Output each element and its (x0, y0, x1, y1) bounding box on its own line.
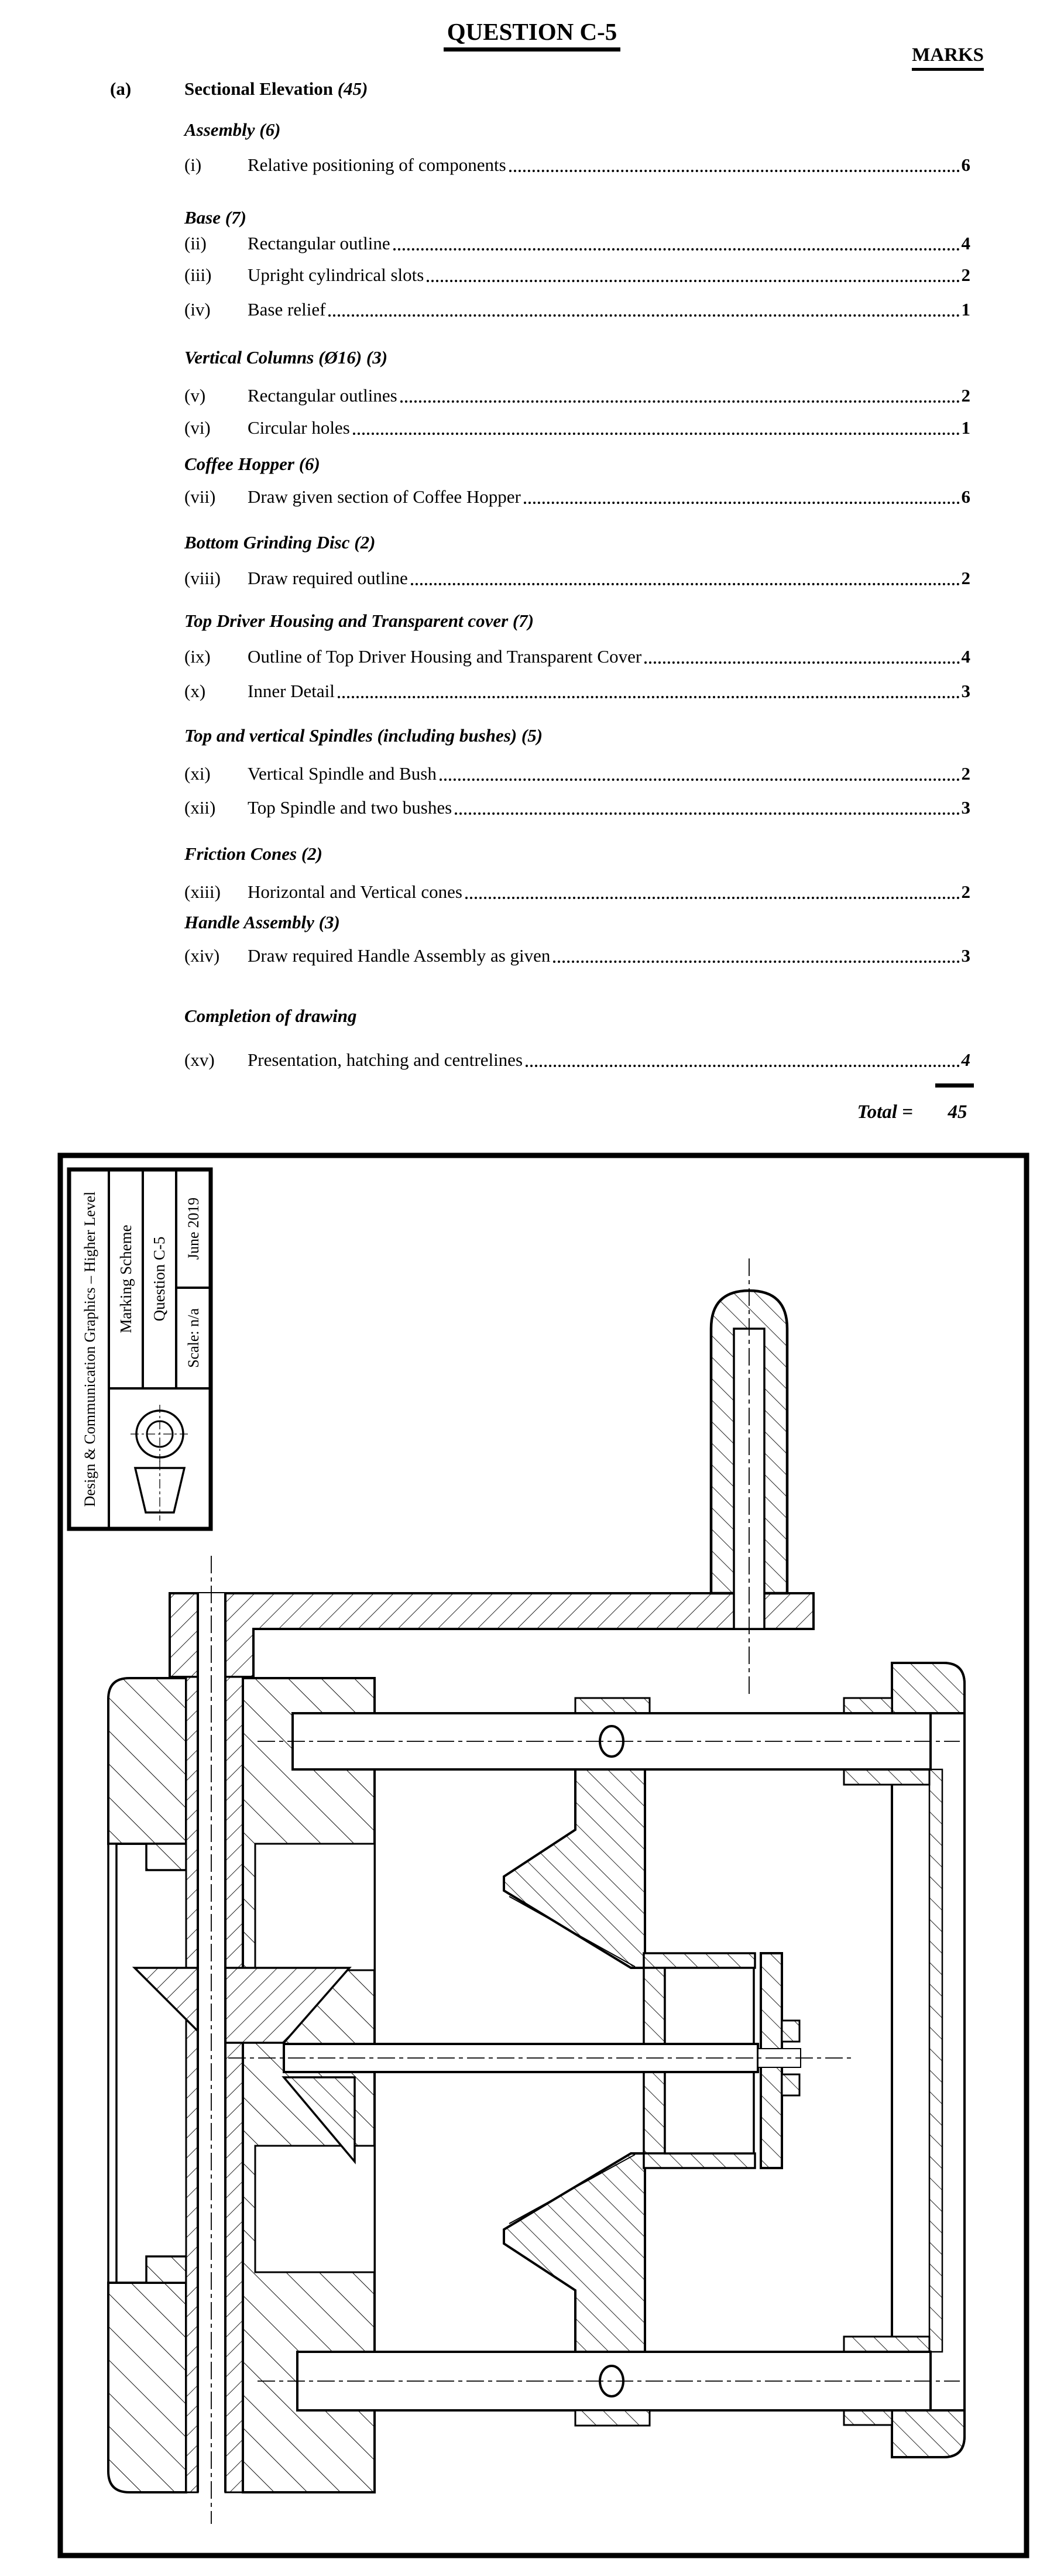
sectional-elevation-drawing (107, 1258, 966, 2524)
title-block-question: Question C-5 (150, 1237, 168, 1322)
dotted-leader (427, 260, 960, 282)
group-heading: Handle Assembly (3) (184, 912, 340, 932)
title-block-scale: Scale: n/a (185, 1308, 202, 1368)
top-plate (169, 1592, 815, 1678)
list-item: (xi) Vertical Spindle and Bush 2 (0, 759, 1064, 787)
column-left-wall (185, 1676, 199, 2493)
dotted-leader (337, 676, 960, 698)
dotted-leader (523, 482, 960, 504)
part-title: Sectional Elevation (45) (184, 78, 368, 99)
list-item: (ix) Outline of Top Driver Housing and T… (0, 642, 1064, 670)
projection-symbol-cone-icon (133, 1461, 186, 1521)
list-item: (i) Relative positioning of components 6 (0, 150, 1064, 178)
group-heading: Base (7) (184, 207, 246, 228)
right-frame (843, 1662, 966, 2458)
column-right-wall (224, 1676, 244, 2493)
list-item: (iii) Upright cylindrical slots 2 (0, 260, 1064, 288)
group-heading: Bottom Grinding Disc (2) (184, 532, 376, 553)
grinding-chamber (503, 2152, 646, 2353)
list-item: (v) Rectangular outlines 2 (0, 380, 1064, 409)
handle-assembly (709, 1258, 789, 1695)
top-spindle (258, 1712, 960, 1771)
total-value: 45 (948, 1102, 967, 1123)
list-item: (vii) Draw given section of Coffee Hoppe… (0, 482, 1064, 510)
list-item: (xii) Top Spindle and two bushes 3 (0, 793, 1064, 821)
horizontal-cone-lower (282, 2076, 356, 2165)
coffee-hopper (503, 1697, 651, 1969)
title-block-doc-type: Marking Scheme (117, 1224, 135, 1333)
group-heading: Coffee Hopper (6) (184, 454, 320, 474)
list-item: (viii) Draw required outline 2 (0, 563, 1064, 591)
dotted-leader (526, 1045, 960, 1067)
dotted-leader (393, 228, 960, 251)
title-block: Design & Communication Graphics – Higher… (67, 1167, 213, 1531)
list-item: (x) Inner Detail 3 (0, 676, 1064, 704)
group-heading: Top Driver Housing and Transparent cover… (184, 610, 534, 631)
dotted-leader (553, 941, 960, 963)
bottom-spindle (258, 2351, 960, 2427)
group-heading: Vertical Columns (Ø16) (3) (184, 347, 388, 368)
dotted-leader (352, 413, 960, 435)
vertical-cone (132, 1967, 199, 2034)
title-block-course: Design & Communication Graphics – Higher… (81, 1192, 98, 1507)
marks-column-header: MARKS (912, 44, 984, 71)
list-item: (xiii) Horizontal and Vertical cones 2 (0, 877, 1064, 905)
dotted-leader (455, 793, 960, 815)
list-item: (iv) Base relief 1 (0, 294, 1064, 323)
friction-cones (132, 1967, 356, 2165)
total-sum-line (935, 1083, 974, 1088)
group-heading: Friction Cones (2) (184, 843, 322, 864)
sheet-frame (57, 1152, 1029, 2558)
dotted-leader (400, 380, 960, 403)
dotted-leader (644, 642, 960, 664)
base-bracket (107, 1677, 187, 2493)
group-heading: Assembly (6) (184, 119, 281, 140)
total-label: Total = (857, 1102, 913, 1123)
part-row: (a) Sectional Elevation (45) (0, 75, 1064, 103)
group-heading: Completion of drawing (184, 1006, 357, 1026)
dotted-leader (465, 877, 960, 899)
dotted-leader (509, 150, 960, 172)
list-item: (xv) Presentation, hatching and centreli… (0, 1045, 1064, 1073)
group-heading: Top and vertical Spindles (including bus… (184, 725, 543, 746)
list-item: (ii) Rectangular outline 4 (0, 228, 1064, 256)
vertical-spindle (228, 2043, 852, 2073)
dotted-leader (328, 294, 960, 317)
vertical-column (197, 1556, 226, 2524)
dotted-leader (439, 759, 960, 781)
list-item: (xiv) Draw required Handle Assembly as g… (0, 941, 1064, 969)
dotted-leader (410, 563, 960, 585)
list-item: (vi) Circular holes 1 (0, 413, 1064, 441)
page-title: QUESTION C-5 (0, 18, 1064, 52)
projection-symbol-front-icon (131, 1405, 189, 1463)
title-block-date: June 2019 (185, 1198, 202, 1260)
base-side-wall (107, 1843, 118, 2284)
part-label: (a) (110, 78, 132, 99)
